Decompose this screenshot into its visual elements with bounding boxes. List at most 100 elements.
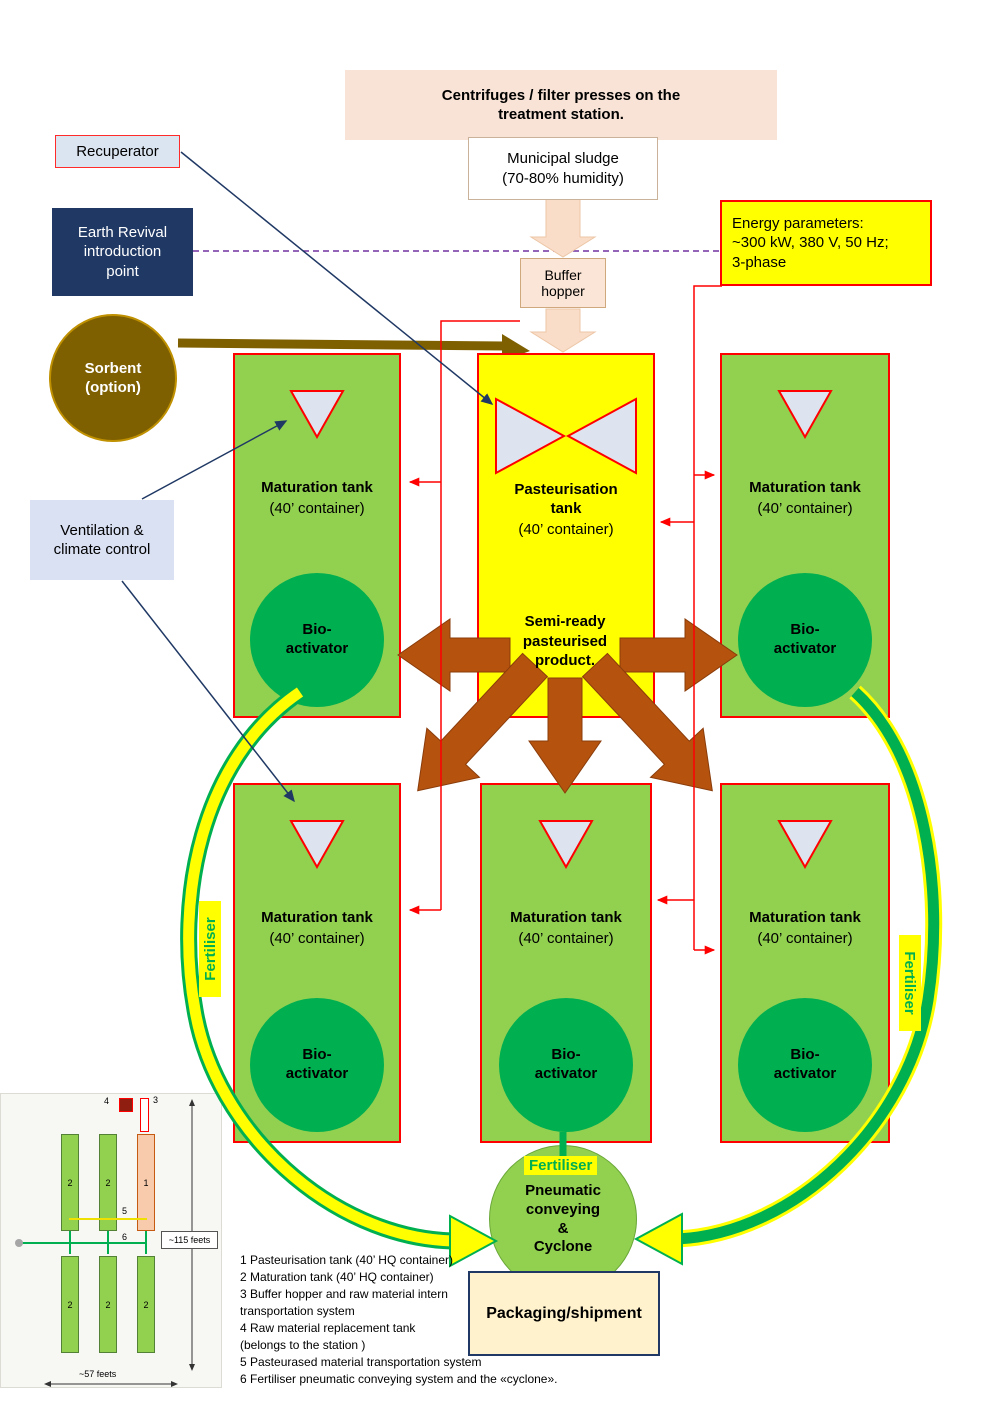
plan-label-5: 5: [122, 1206, 128, 1216]
plan-maturation-tank: 2: [99, 1134, 117, 1231]
bio-line2: activator: [773, 640, 837, 657]
tank-title: Maturation tank: [510, 909, 622, 926]
sorbent-line1: Sorbent: [84, 359, 142, 377]
funnel-icon: [538, 820, 594, 869]
plan-length-label: ~115 feets: [161, 1231, 218, 1249]
fertiliser-label-bottom: Fertiliser: [524, 1156, 598, 1175]
plan-pasteurisation-tank: 1: [137, 1134, 155, 1231]
bio-line2: activator: [773, 1065, 837, 1082]
funnel-icon: [289, 390, 345, 439]
plan-maturation-tank: 2: [137, 1256, 155, 1353]
energy-line3: 3-phase: [732, 253, 787, 271]
plan-label-3: 3: [153, 1095, 159, 1105]
legend: 1 Pasteurisation tank (40’ HQ container)…: [240, 1252, 600, 1388]
legend-line: 2 Maturation tank (40’ HQ container): [240, 1270, 434, 1285]
tank-subtitle: (40’ container): [757, 499, 853, 517]
bowtie-valve-icon: [495, 397, 637, 475]
bio-line2: activator: [285, 1065, 349, 1082]
tank-subtitle: (40’ container): [518, 520, 614, 538]
centrifuges-line1: Centrifuges / filter presses on the: [441, 86, 681, 104]
recuperator-label: Recuperator: [76, 142, 159, 160]
plan-label-4: 4: [104, 1096, 110, 1106]
buffer-hopper-line1: Buffer: [544, 267, 582, 283]
ventilation-line1: Ventilation &: [60, 521, 144, 539]
bio-line1: Bio-: [790, 1046, 820, 1064]
cyclone-line3: &: [557, 1219, 569, 1237]
plan-maturation-tank: 2: [99, 1256, 117, 1353]
recuperator-box: Recuperator: [55, 135, 180, 168]
bio-line1: Bio-: [302, 621, 332, 639]
maturation-tank-top-right: Maturation tank (40’ container) Bio- act…: [720, 353, 890, 718]
plan-tank-number: 2: [105, 1177, 111, 1188]
semi-ready-line3: product.: [535, 652, 595, 669]
municipal-sludge-box: Municipal sludge (70-80% humidity): [468, 137, 658, 200]
bio-line2: activator: [285, 640, 349, 657]
maturation-tank-bottom-right: Maturation tank (40’ container) Bio- act…: [720, 783, 890, 1143]
tank-subtitle: (40’ container): [757, 929, 853, 947]
centrifuges-line2: treatment station.: [498, 106, 624, 123]
legend-line: 5 Pasteurased material transportation sy…: [240, 1355, 482, 1370]
legend-line: 1 Pasteurisation tank (40’ HQ container): [240, 1253, 453, 1267]
energy-parameters-box: Energy parameters: ~300 kW, 380 V, 50 Hz…: [720, 200, 932, 286]
earth-revival-box: Earth Revival introduction point: [52, 208, 193, 296]
funnel-icon: [777, 820, 833, 869]
semi-ready-label: Semi-ready pasteurised product.: [488, 612, 642, 671]
funnel-icon: [289, 820, 345, 869]
plan-buffer-hopper: [140, 1098, 149, 1132]
cyclone-line2: conveying: [525, 1200, 601, 1218]
packaging-label: Packaging/shipment: [486, 1304, 642, 1322]
bio-line1: Bio-: [790, 621, 820, 639]
tank-title: Maturation tank: [261, 479, 373, 496]
maturation-tank-bottom-center: Maturation tank (40’ container) Bio- act…: [480, 783, 652, 1143]
plan-width-label: ~57 feets: [79, 1369, 117, 1379]
bio-line1: Bio-: [551, 1046, 581, 1064]
legend-line: transportation system: [240, 1304, 355, 1319]
plan-tank-number: 2: [67, 1177, 73, 1188]
sorbent-circle: Sorbent (option): [49, 314, 177, 442]
cyclone-line4: Cyclone: [533, 1238, 593, 1256]
earth-revival-line2: introduction: [83, 243, 162, 261]
bio-activator-circle: Bio- activator: [250, 998, 384, 1132]
funnel-icon: [777, 390, 833, 439]
bio-activator-circle: Bio- activator: [738, 998, 872, 1132]
packaging-box: Packaging/shipment: [468, 1271, 660, 1356]
ventilation-line2: climate control: [53, 541, 151, 558]
plan-maturation-tank: 2: [61, 1256, 79, 1353]
fertiliser-text: Fertiliser: [901, 951, 919, 1015]
centrifuges-box: Centrifuges / filter presses on the trea…: [345, 70, 777, 140]
sludge-down-arrow-1: [529, 198, 597, 258]
tank-subtitle: (40’ container): [269, 499, 365, 517]
legend-line: 6 Fertiliser pneumatic conveying system …: [240, 1372, 558, 1387]
fertiliser-label-left: Fertiliser: [199, 901, 221, 997]
maturation-tank-top-left: Maturation tank (40’ container) Bio- act…: [233, 353, 401, 718]
ventilation-box: Ventilation & climate control: [30, 500, 174, 580]
buffer-hopper-box: Buffer hopper: [520, 258, 606, 308]
legend-line: (belongs to the station ): [240, 1338, 366, 1353]
semi-ready-line2: pasteurised: [522, 632, 608, 650]
municipal-sludge-line2: (70-80% humidity): [502, 169, 624, 187]
bio-activator-circle: Bio- activator: [250, 573, 384, 707]
plan-label-6: 6: [122, 1232, 128, 1242]
legend-line: 3 Buffer hopper and raw material intern: [240, 1287, 448, 1302]
municipal-sludge-line1: Municipal sludge: [507, 150, 619, 168]
bio-line2: activator: [534, 1065, 598, 1082]
bio-activator-circle: Bio- activator: [738, 573, 872, 707]
plan-tank-number: 2: [105, 1299, 111, 1310]
cyclone-line1: Pneumatic: [525, 1182, 601, 1199]
plan-maturation-tank: 2: [61, 1134, 79, 1231]
tank-title: Maturation tank: [749, 479, 861, 496]
plan-tank-number: 2: [67, 1299, 73, 1310]
energy-line2: ~300 kW, 380 V, 50 Hz;: [732, 234, 889, 252]
tank-subtitle: (40’ container): [518, 929, 614, 947]
tank-title: Maturation tank: [261, 909, 373, 926]
legend-line: 4 Raw material replacement tank: [240, 1321, 416, 1336]
semi-ready-line1: Semi-ready: [524, 613, 606, 630]
site-plan: 4 3 2 2 1 5 6 2 2 2 ~115 feets ~57 feets: [0, 1093, 222, 1388]
energy-line1: Energy parameters:: [732, 215, 864, 233]
tank-title: Maturation tank: [749, 909, 861, 926]
earth-revival-line1: Earth Revival: [77, 224, 168, 242]
bio-activator-circle: Bio- activator: [499, 998, 633, 1132]
buffer-hopper-line2: hopper: [541, 283, 585, 299]
earth-revival-line3: point: [106, 262, 139, 280]
